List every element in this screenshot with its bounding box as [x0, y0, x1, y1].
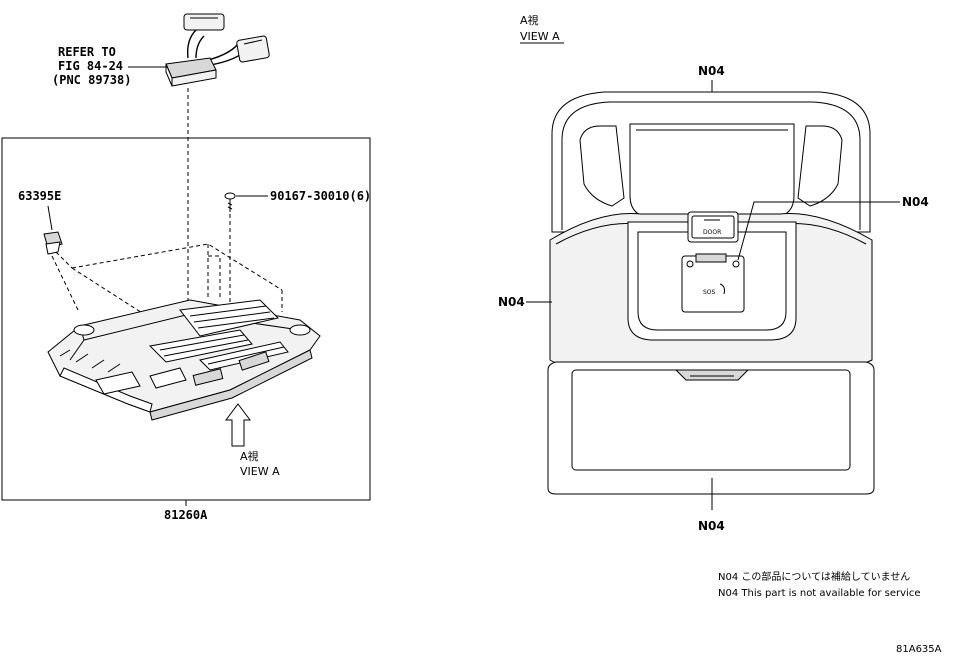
note-en: N04 This part is not available for servi…	[718, 588, 920, 599]
n04-label-bottom: N04	[698, 519, 725, 533]
right-view-label-jp: A視	[520, 13, 539, 27]
figure-id: 81A635A	[896, 644, 942, 655]
left-view-label-jp: A視	[240, 449, 259, 463]
view-a-arrow	[225, 403, 251, 447]
refer-label-line2: FIG 84-24	[58, 59, 123, 73]
part-label-81260A: 81260A	[164, 508, 208, 522]
n04-label-right: N04	[902, 195, 929, 209]
wire-harness	[165, 13, 270, 87]
left-assembly-view: REFER TO FIG 84-24 (PNC 89738) 63395E 90…	[1, 13, 371, 522]
screw-90167	[224, 192, 236, 212]
door-switch-button: DOOR	[687, 211, 739, 243]
overhead-console-assembly	[47, 299, 321, 421]
sos-button-label: SOS	[703, 289, 716, 296]
clip-63395E	[43, 231, 63, 255]
n04-label-left: N04	[498, 295, 525, 309]
sos-button: SOS	[681, 253, 745, 313]
part-label-90167: 90167-30010(6)	[270, 189, 371, 203]
part-label-63395E: 63395E	[18, 189, 61, 203]
console-front-view: DOOR SOS	[547, 91, 900, 495]
refer-label-line3: (PNC 89738)	[52, 73, 131, 87]
left-view-label-en: VIEW A	[240, 465, 280, 478]
right-view-label-en: VIEW A	[520, 30, 560, 43]
refer-label-line1: REFER TO	[58, 45, 116, 59]
right-view-a: A視 VIEW A N04 DOO	[498, 13, 929, 533]
door-switch-label: DOOR	[703, 229, 721, 236]
note-jp: N04 この部品については補給していません	[718, 570, 910, 583]
n04-label-top: N04	[698, 64, 725, 78]
